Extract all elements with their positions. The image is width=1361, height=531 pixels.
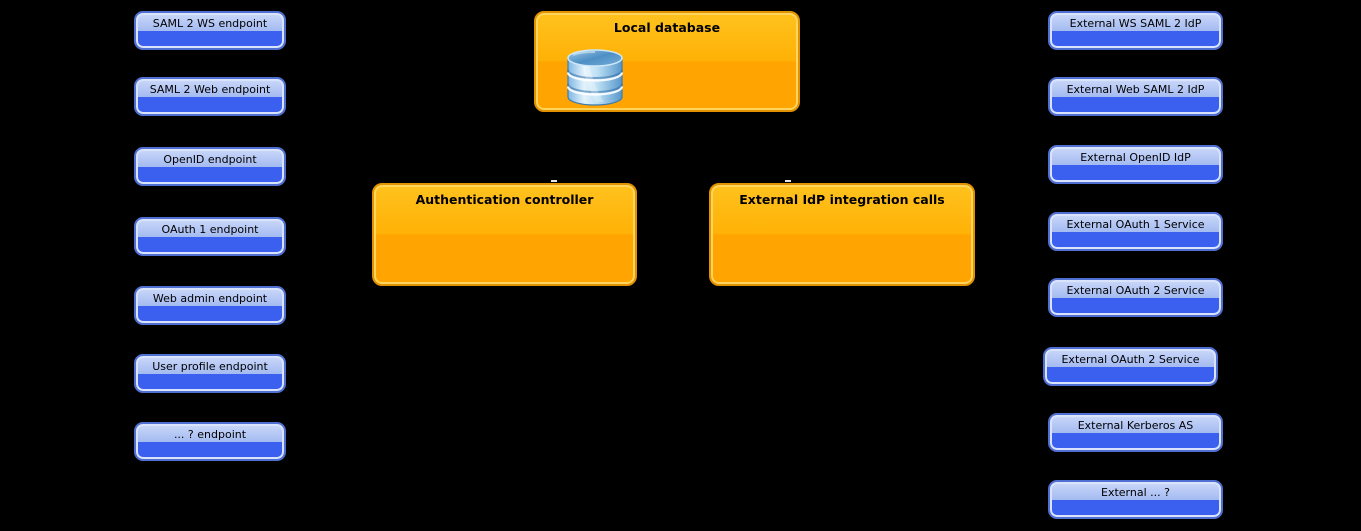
node-external-oauth2-service-1: External OAuth 2 Service xyxy=(1048,278,1223,317)
node-label: External WS SAML 2 IdP xyxy=(1069,17,1202,30)
database-icon xyxy=(566,49,624,106)
node-external-oauth1-service: External OAuth 1 Service xyxy=(1048,212,1223,251)
node-external-other: External ... ? xyxy=(1048,480,1223,519)
node-label: OAuth 1 endpoint xyxy=(161,223,259,236)
node-label: ... ? endpoint xyxy=(173,428,247,441)
node-label: External ... ? xyxy=(1101,486,1170,499)
node-external-oauth2-service-2: External OAuth 2 Service xyxy=(1043,347,1218,386)
node-local-database: Local database xyxy=(534,11,800,112)
artifact-dash xyxy=(551,180,557,182)
node-other-endpoint: ... ? endpoint xyxy=(134,422,286,461)
node-saml2-ws-endpoint: SAML 2 WS endpoint xyxy=(134,11,286,50)
node-authentication-controller: Authentication controller xyxy=(372,183,637,286)
node-label: SAML 2 WS endpoint xyxy=(152,17,268,30)
node-user-profile-endpoint: User profile endpoint xyxy=(134,354,286,393)
node-external-idp-integration-calls: External IdP integration calls xyxy=(709,183,975,286)
node-label: Web admin endpoint xyxy=(152,292,268,305)
node-openid-endpoint: OpenID endpoint xyxy=(134,147,286,186)
node-web-admin-endpoint: Web admin endpoint xyxy=(134,286,286,325)
node-label: External OAuth 2 Service xyxy=(1066,284,1205,297)
node-external-ws-saml2-idp: External WS SAML 2 IdP xyxy=(1048,11,1223,50)
node-label: External OAuth 2 Service xyxy=(1061,353,1200,366)
node-label: User profile endpoint xyxy=(152,360,268,373)
node-title: Authentication controller xyxy=(415,192,594,207)
artifact-dash xyxy=(785,180,791,182)
node-external-kerberos-as: External Kerberos AS xyxy=(1048,413,1223,452)
node-label: External Web SAML 2 IdP xyxy=(1066,83,1205,96)
node-external-openid-idp: External OpenID IdP xyxy=(1048,145,1223,184)
node-label: External OpenID IdP xyxy=(1080,151,1191,164)
node-label: External Kerberos AS xyxy=(1077,419,1194,432)
node-label: External OAuth 1 Service xyxy=(1066,218,1205,231)
node-title: Local database xyxy=(613,20,721,35)
node-label: SAML 2 Web endpoint xyxy=(149,83,271,96)
node-saml2-web-endpoint: SAML 2 Web endpoint xyxy=(134,77,286,116)
node-label: OpenID endpoint xyxy=(163,153,257,166)
node-external-web-saml2-idp: External Web SAML 2 IdP xyxy=(1048,77,1223,116)
node-oauth1-endpoint: OAuth 1 endpoint xyxy=(134,217,286,256)
node-title: External IdP integration calls xyxy=(739,192,945,207)
